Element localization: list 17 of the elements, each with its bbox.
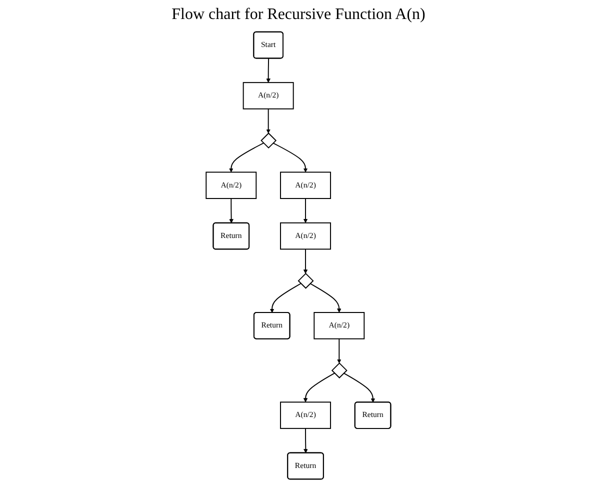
arrow <box>303 248 308 274</box>
arrow <box>343 372 376 403</box>
arrow <box>270 283 302 313</box>
arrow <box>303 372 336 402</box>
arrow <box>229 198 234 224</box>
arrow <box>229 142 264 172</box>
arrow <box>266 58 271 83</box>
node-diamond <box>298 272 314 289</box>
arrow <box>266 108 271 134</box>
arrow <box>304 428 308 454</box>
arrow <box>303 198 308 224</box>
arrow <box>272 142 308 172</box>
node-diamond <box>331 362 348 378</box>
node-diamond <box>260 132 277 149</box>
arrow <box>337 338 342 364</box>
diagram-title: Flow chart for Recursive Function A(n) <box>170 6 426 24</box>
arrow <box>310 283 342 313</box>
